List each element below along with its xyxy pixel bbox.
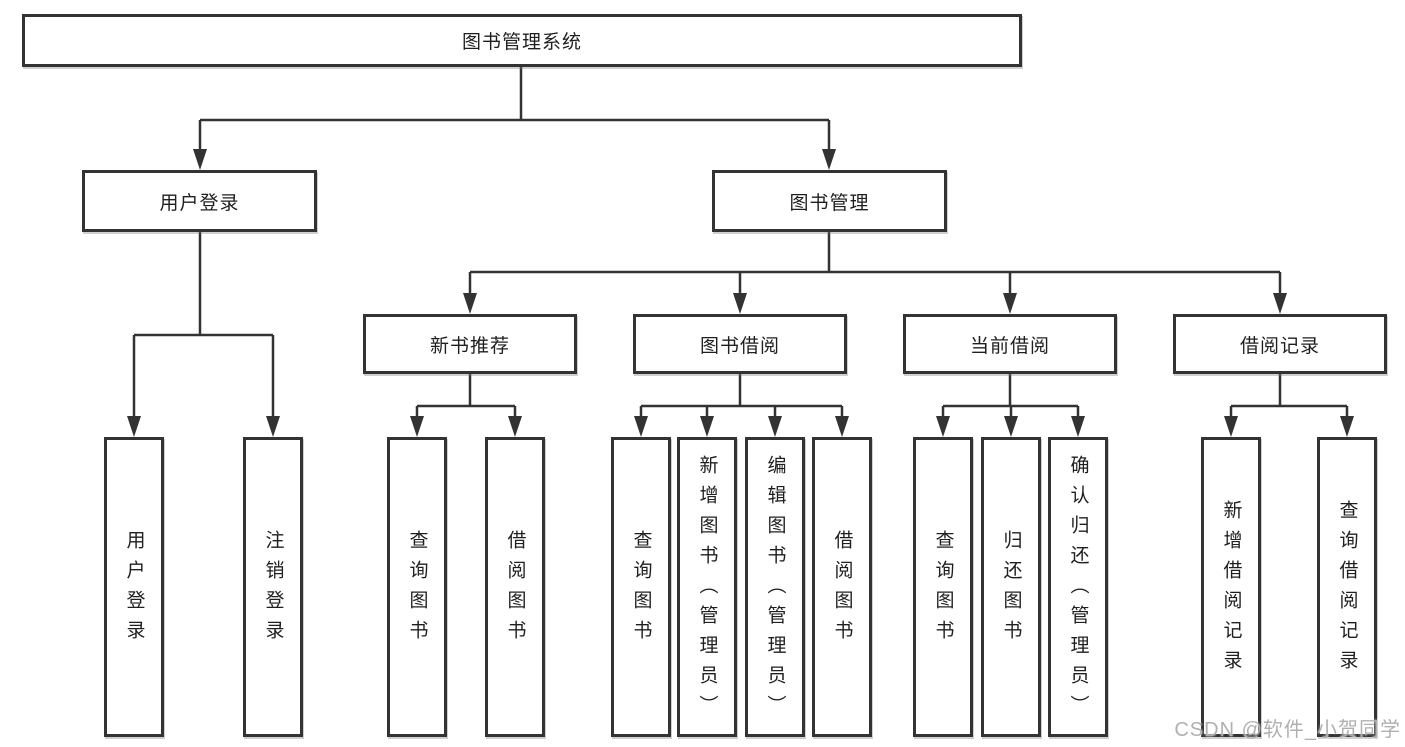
leaf-query-borrow-record: 查询借阅记录 [1317,437,1377,737]
leaf-borrow-books-recommend: 借阅图书 [485,437,545,737]
leaf-query-books-borrowing: 查询图书 [611,437,671,737]
node-book-borrowing: 图书借阅 [633,314,847,374]
node-root-system: 图书管理系统 [22,14,1022,67]
leaf-user-login: 用户登录 [104,437,164,737]
leaf-query-books-current: 查询图书 [913,437,973,737]
csdn-watermark: CSDN @软件_小贺同学 [1174,719,1401,741]
node-book-management-module: 图书管理 [712,170,947,232]
node-current-borrowing: 当前借阅 [903,314,1117,374]
leaf-query-books-recommend: 查询图书 [387,437,447,737]
leaf-logout: 注销登录 [243,437,303,737]
leaf-confirm-return-admin: 确认归还（管理员） [1048,437,1108,737]
leaf-add-book-admin: 新增图书（管理员） [677,437,737,737]
node-new-book-recommend: 新书推荐 [363,314,577,374]
node-user-login-module: 用户登录 [82,170,317,232]
leaf-edit-book-admin: 编辑图书（管理员） [745,437,805,737]
node-borrowing-records: 借阅记录 [1173,314,1387,374]
leaf-add-borrow-record: 新增借阅记录 [1201,437,1261,737]
leaf-borrow-books-borrowing: 借阅图书 [812,437,872,737]
leaf-return-book: 归还图书 [981,437,1041,737]
